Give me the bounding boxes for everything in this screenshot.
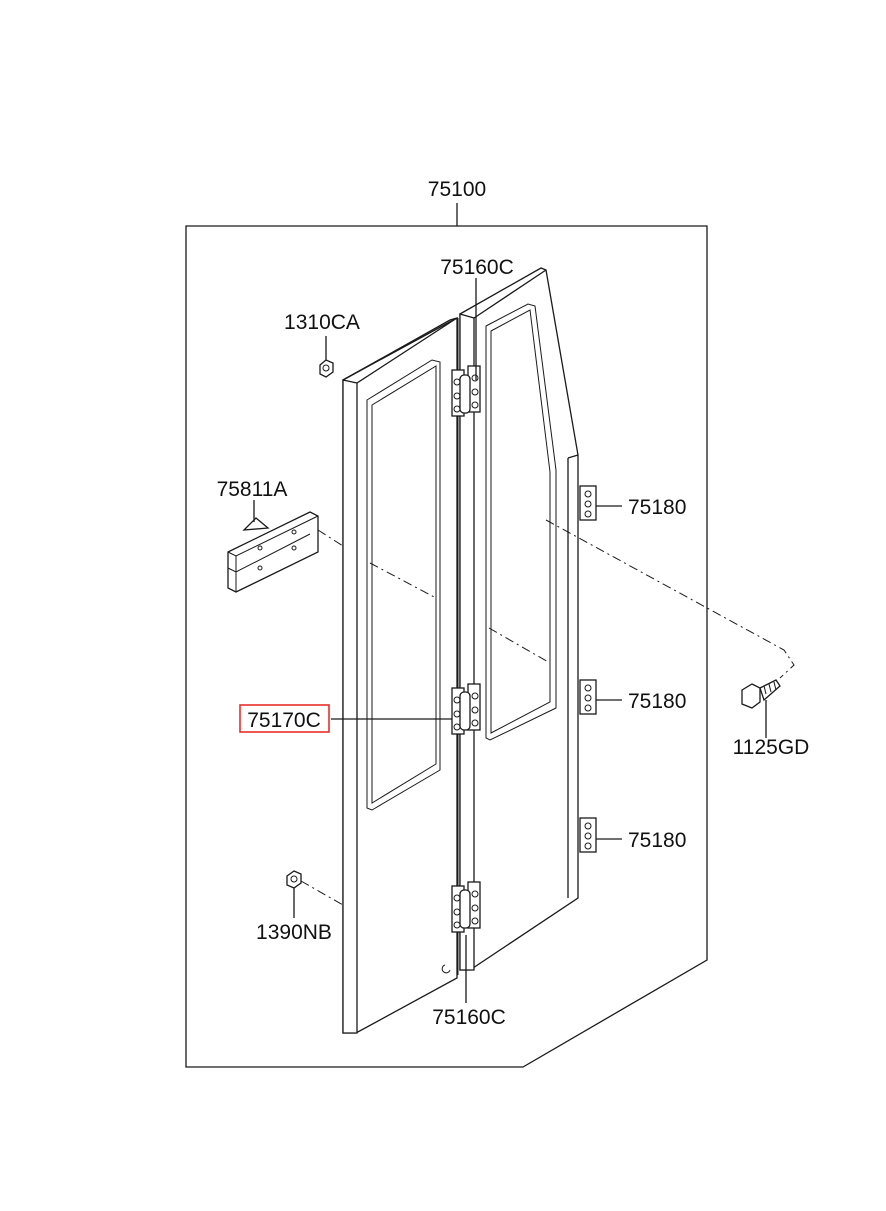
strap-1	[579, 485, 597, 521]
left-door	[342, 316, 458, 1034]
nut-1310ca	[319, 336, 334, 378]
strap-3	[579, 817, 597, 853]
assembly-frame	[185, 225, 708, 1068]
label-hinge-top: 75160C	[440, 256, 514, 279]
label-hinge-mid[interactable]: 75170C	[247, 709, 321, 732]
label-strap-2: 75180	[628, 690, 686, 713]
label-nut-top: 1310CA	[284, 311, 360, 334]
label-bolt: 1125GD	[733, 736, 810, 759]
hinge-top	[451, 365, 481, 417]
bracket-75811a	[227, 500, 344, 593]
label-assembly: 75100	[428, 178, 486, 201]
strap-2	[579, 679, 597, 715]
right-door	[459, 267, 579, 971]
highlight-box[interactable]	[239, 704, 330, 733]
label-strap-1: 75180	[628, 496, 686, 519]
label-nut-bottom: 1390NB	[256, 921, 332, 944]
hinge-bottom	[451, 881, 481, 933]
label-hinge-bottom: 75160C	[432, 1006, 506, 1029]
label-strap-3: 75180	[628, 829, 686, 852]
bolt-1125gd	[545, 519, 795, 738]
label-bracket: 75811A	[217, 478, 288, 501]
hinge-middle	[451, 683, 481, 735]
nut-1390nb	[286, 870, 344, 918]
